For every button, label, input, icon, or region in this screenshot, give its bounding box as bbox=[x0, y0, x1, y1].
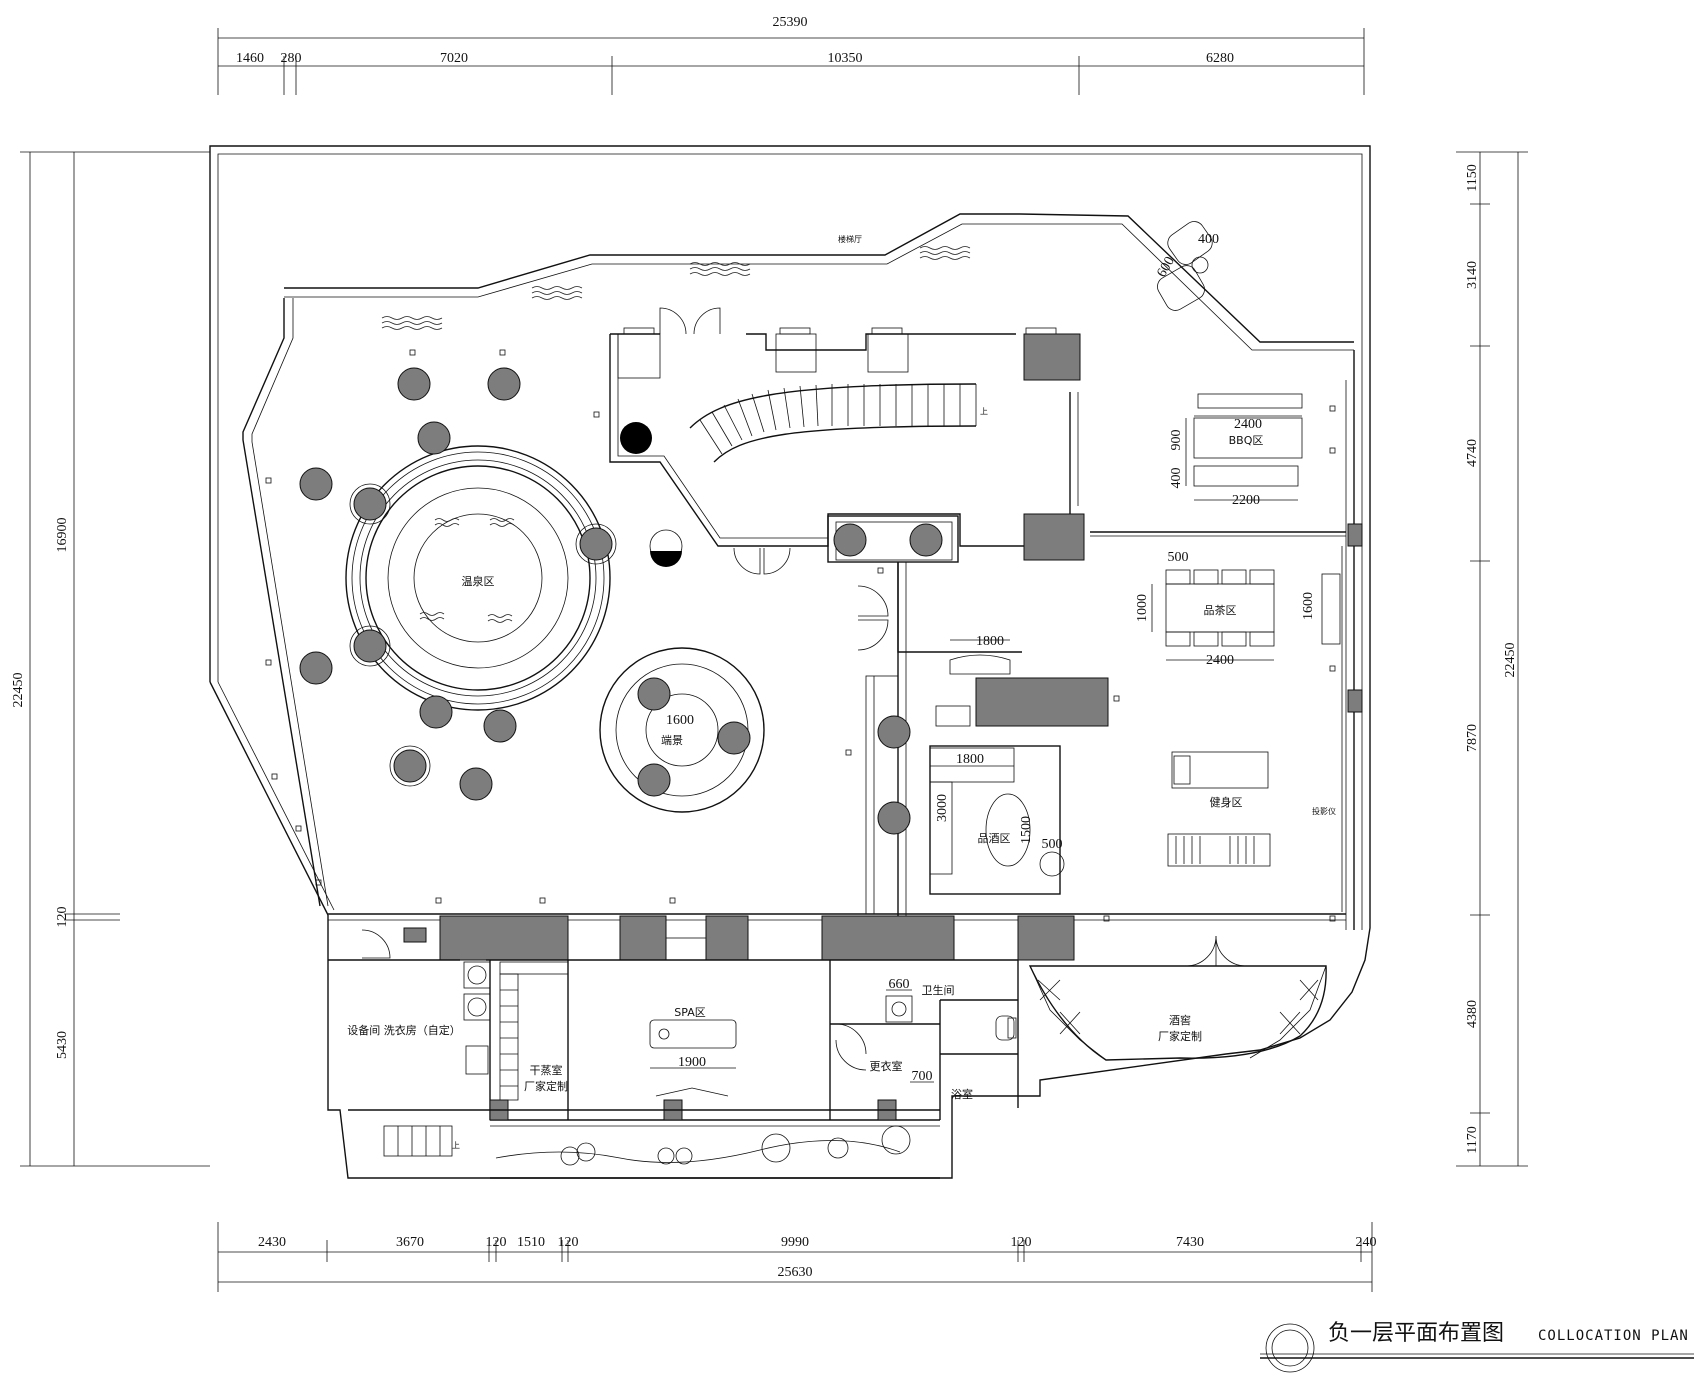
equipment-room: 设备间 洗衣房（自定） 上 bbox=[347, 927, 491, 1157]
label-stair-up: 上 bbox=[980, 407, 988, 416]
dim-bottom-5: 120 bbox=[558, 1235, 579, 1250]
stair-core: 上 bbox=[609, 307, 1085, 575]
dim-lounge-a: 400 bbox=[1198, 232, 1219, 247]
changing-rooms: 660 卫生间 更衣室 700 浴室 bbox=[830, 977, 1018, 1101]
dim-top-4: 10350 bbox=[828, 51, 863, 66]
bottom-row-walls bbox=[328, 913, 1346, 1179]
label-bbq: BBQ区 bbox=[1229, 434, 1264, 447]
dim-wine-s: 500 bbox=[1042, 837, 1063, 852]
dim-tea-w2: 2400 bbox=[1206, 653, 1234, 668]
label-cellar-note: 厂家定制 bbox=[1158, 1029, 1202, 1043]
label-sauna: 干蒸室 bbox=[530, 1063, 563, 1077]
dim-top-5: 6280 bbox=[1206, 51, 1234, 66]
dim-left-3: 5430 bbox=[55, 1031, 70, 1059]
stair-treads bbox=[699, 384, 961, 455]
dim-bottom-6: 9990 bbox=[781, 1235, 809, 1250]
drawing-subtitle: COLLOCATION PLAN bbox=[1538, 1328, 1689, 1344]
dim-right-5: 4380 bbox=[1465, 1000, 1480, 1028]
label-wine-tasting: 品酒区 bbox=[978, 832, 1011, 845]
dim-right-total: 22450 bbox=[1503, 643, 1518, 678]
label-stair-hall: 楼梯厅 bbox=[838, 234, 862, 244]
dim-wc-w: 660 bbox=[889, 977, 910, 992]
dim-tea-h: 1000 bbox=[1135, 594, 1150, 622]
label-fitness: 健身区 bbox=[1210, 795, 1243, 809]
dim-lounge-b: 600 bbox=[1154, 254, 1177, 280]
label-sauna-note: 厂家定制 bbox=[524, 1079, 568, 1093]
dim-bbq-w2: 2200 bbox=[1232, 493, 1260, 508]
dim-left-1: 16900 bbox=[55, 518, 70, 553]
half-circle-marker bbox=[649, 529, 683, 567]
top-dimension-chain: 25390 1460 280 7020 10350 6280 bbox=[217, 15, 1365, 95]
dim-left-total: 22450 bbox=[11, 673, 26, 708]
label-changing: 更衣室 bbox=[870, 1059, 903, 1073]
sauna-bench-slats bbox=[500, 989, 518, 1087]
right-block-walls bbox=[857, 523, 1363, 916]
dim-left-2: 120 bbox=[55, 907, 70, 928]
dim-bbq-w1: 2400 bbox=[1234, 417, 1262, 432]
treadmill-belt bbox=[1175, 836, 1255, 864]
dim-top-total: 25390 bbox=[773, 15, 808, 30]
dim-spa-bed: 1900 bbox=[678, 1055, 706, 1070]
dim-bottom-2: 3670 bbox=[396, 1235, 424, 1250]
dim-bottom-3: 120 bbox=[486, 1235, 507, 1250]
label-cellar: 酒窖 bbox=[1169, 1013, 1191, 1027]
dim-right-2: 3140 bbox=[1465, 261, 1480, 289]
water-ripples bbox=[381, 246, 971, 330]
dim-top-2: 280 bbox=[281, 51, 302, 66]
title-block: 负一层平面布置图 COLLOCATION PLAN bbox=[1260, 1321, 1694, 1373]
dim-wine-t: 1500 bbox=[1019, 816, 1034, 844]
dim-bottom-total: 25630 bbox=[778, 1265, 813, 1280]
label-tea: 品茶区 bbox=[1204, 604, 1237, 617]
label-lower-stair-up: 上 bbox=[452, 1141, 460, 1150]
lounge-chairs: 400 600 bbox=[1154, 221, 1219, 311]
cellar-racks bbox=[1037, 979, 1319, 1035]
label-hot-spring: 温泉区 bbox=[462, 574, 495, 588]
bottom-dimension-chain: 2430 3670 120 1510 120 9990 120 7430 240… bbox=[217, 1222, 1377, 1292]
dim-bbq-h2: 400 bbox=[1169, 468, 1184, 489]
spa-room: SPA区 1900 bbox=[649, 1006, 737, 1097]
label-spa: SPA区 bbox=[674, 1006, 705, 1019]
label-landscape: 端景 bbox=[661, 734, 683, 747]
dim-right-3: 4740 bbox=[1465, 439, 1480, 467]
right-dimension-chain: 1150 3140 4740 7870 4380 1170 22450 bbox=[1456, 151, 1528, 1167]
dim-tea-side: 1600 bbox=[1301, 592, 1316, 620]
dim-bottom-1: 2430 bbox=[258, 1235, 286, 1250]
fitness-area: 健身区 投影仪 bbox=[1167, 751, 1336, 867]
landscape-feature: 1600 端景 bbox=[599, 647, 765, 813]
dim-wine-w: 1800 bbox=[956, 752, 984, 767]
dim-right-1: 1150 bbox=[1465, 164, 1480, 191]
sauna-room: 干蒸室 厂家定制 bbox=[499, 961, 569, 1101]
dim-bottom-4: 1510 bbox=[517, 1235, 545, 1250]
dim-right-4: 7870 bbox=[1465, 724, 1480, 752]
label-bath: 浴室 bbox=[951, 1087, 973, 1101]
bbq-area: 2400 BBQ区 900 400 2200 bbox=[1169, 393, 1303, 508]
light-fixtures bbox=[265, 349, 1336, 922]
garden-planting bbox=[495, 1125, 911, 1166]
wine-tasting-area: 1800 1800 3000 1500 品酒区 500 bbox=[929, 634, 1109, 895]
dim-bottom-9: 240 bbox=[1356, 1235, 1377, 1250]
dim-wine-h: 3000 bbox=[935, 794, 950, 822]
hot-spring-pool: 温泉区 bbox=[345, 445, 611, 711]
terrace-stools bbox=[299, 367, 617, 801]
label-equipment: 设备间 洗衣房（自定） bbox=[347, 1023, 461, 1037]
dim-top-1: 1460 bbox=[236, 51, 264, 66]
dim-landscape: 1600 bbox=[666, 713, 694, 728]
tea-area: 500 品茶区 1000 2400 1600 bbox=[1135, 550, 1341, 668]
dim-bottom-8: 7430 bbox=[1176, 1235, 1204, 1250]
left-dimension-chain: 22450 16900 120 5430 bbox=[11, 151, 210, 1167]
dim-tea-w: 500 bbox=[1168, 550, 1189, 565]
dim-bar-w: 1800 bbox=[976, 634, 1004, 649]
dim-bottom-7: 120 bbox=[1011, 1235, 1032, 1250]
dim-right-6: 1170 bbox=[1465, 1126, 1480, 1153]
wine-cellar: 酒窖 厂家定制 bbox=[1028, 935, 1327, 1061]
dim-top-3: 7020 bbox=[440, 51, 468, 66]
drawing-title: 负一层平面布置图 bbox=[1328, 1321, 1504, 1346]
label-projector: 投影仪 bbox=[1312, 806, 1336, 816]
dim-bath-w: 700 bbox=[912, 1069, 933, 1084]
dim-bbq-h1: 900 bbox=[1169, 430, 1184, 451]
label-toilet: 卫生间 bbox=[922, 983, 955, 997]
